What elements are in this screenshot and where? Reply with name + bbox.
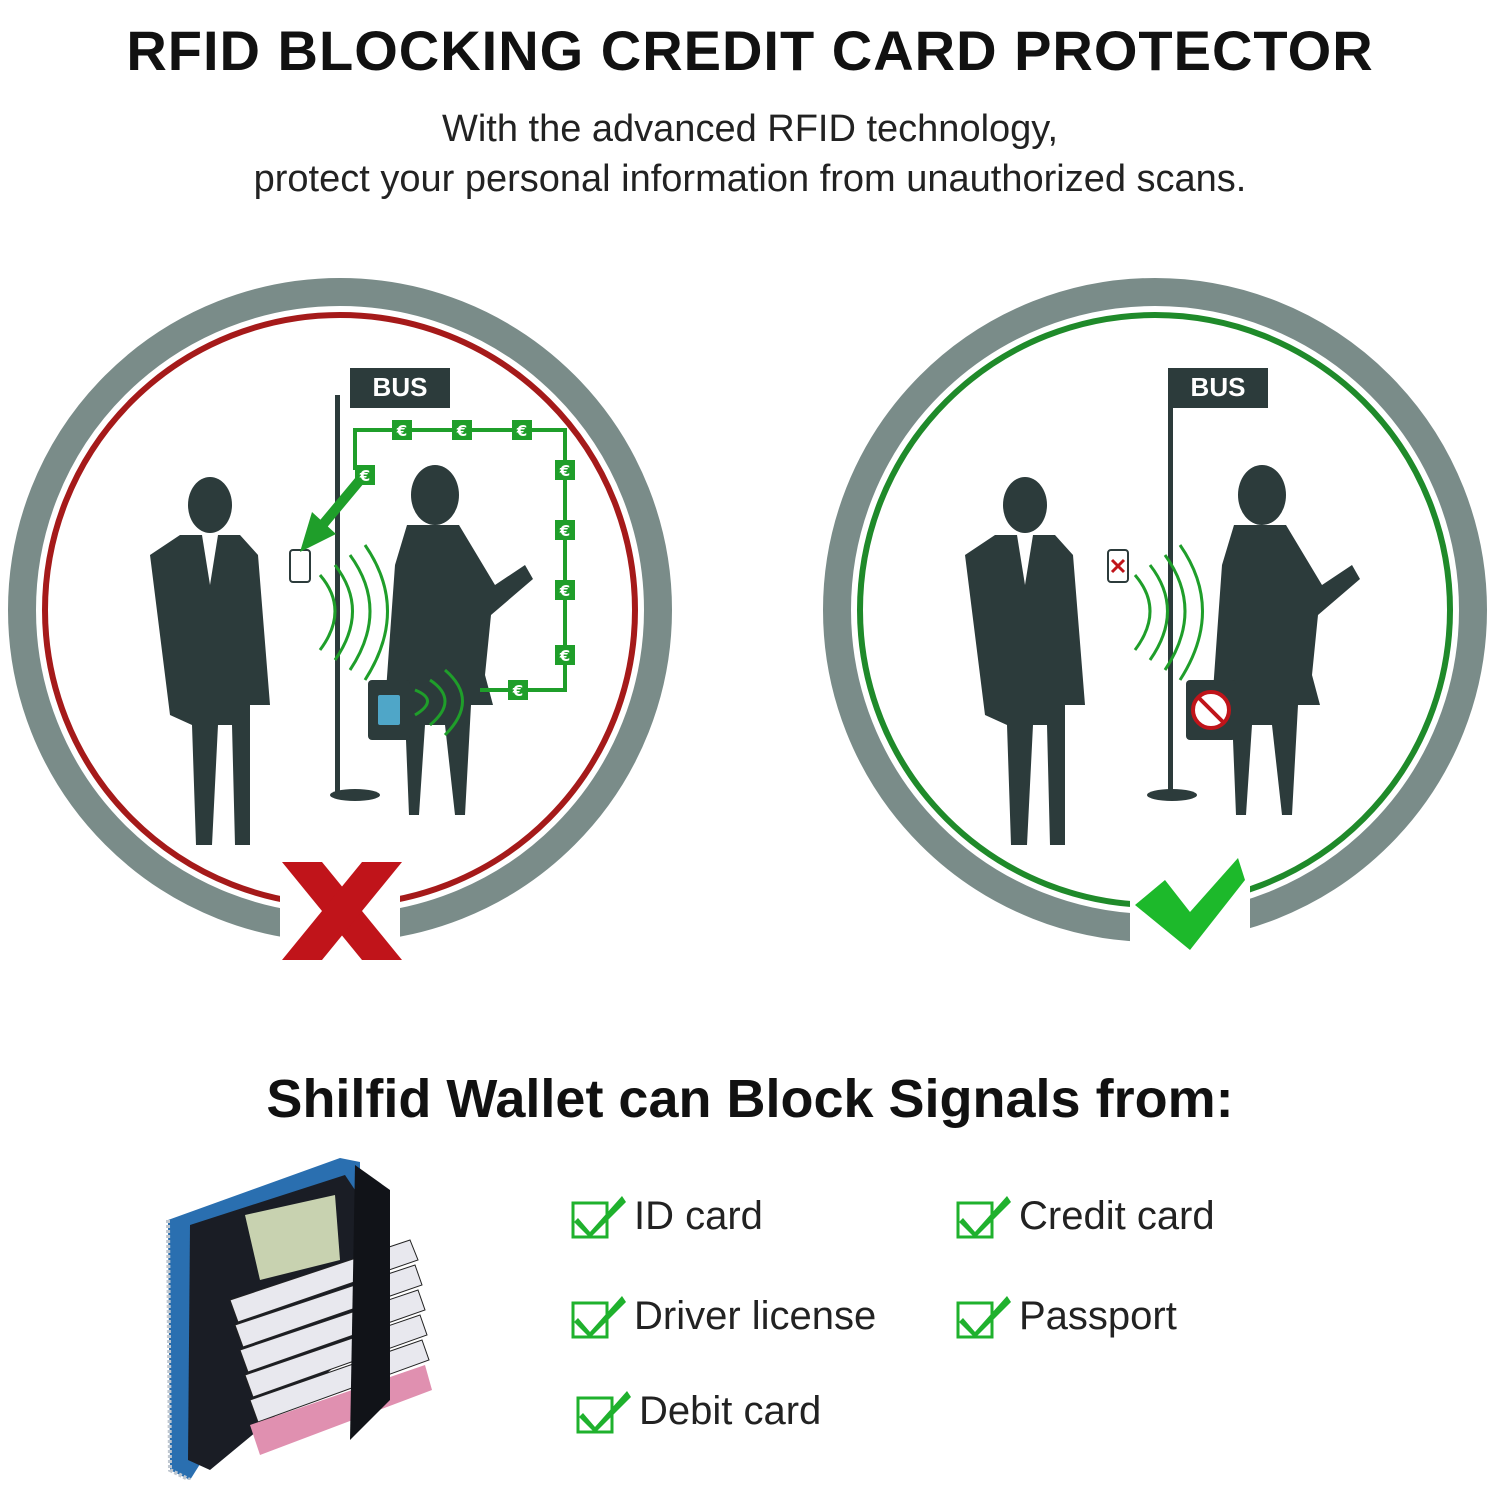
feature-item: Driver license: [570, 1288, 876, 1344]
feature-label: Driver license: [634, 1293, 877, 1338]
svg-text:€: €: [516, 422, 527, 440]
inner-ring-right: [857, 312, 1453, 908]
red-x-icon: [282, 862, 402, 960]
bus-sign: [350, 368, 450, 408]
svg-text:€: €: [559, 462, 570, 480]
feature-item: ID card: [570, 1188, 763, 1244]
checkmark-icon: [956, 1196, 1011, 1239]
svg-text:€: €: [559, 582, 570, 600]
phone-icon: [289, 549, 311, 583]
svg-text:€: €: [456, 422, 467, 440]
outer-ring-right: [823, 278, 1487, 942]
arrow-icon: [300, 512, 336, 552]
feature-item: Debit card: [575, 1383, 821, 1439]
feature-item: Passport: [955, 1288, 1177, 1344]
protected-scene: BUS: [823, 278, 1487, 960]
feature-label: Passport: [1019, 1293, 1177, 1338]
feature-label: Credit card: [1019, 1193, 1215, 1238]
svg-text:€: €: [512, 682, 523, 700]
subtitle-line-2: protect your personal information from u…: [253, 158, 1247, 200]
page-title: RFID BLOCKING CREDIT CARD PROTECTOR: [126, 19, 1374, 82]
bus-sign-label: BUS: [373, 372, 428, 402]
unprotected-scene: BUS € € € € € € € €: [8, 278, 672, 960]
block-section-title: Shilfid Wallet can Block Signals from:: [266, 1069, 1234, 1129]
feature-label: Debit card: [639, 1388, 822, 1433]
svg-text:€: €: [359, 467, 370, 485]
bus-sign-label: BUS: [1191, 372, 1246, 402]
card-icon: [378, 695, 400, 725]
subtitle-line-1: With the advanced RFID technology,: [441, 108, 1059, 150]
money-path: [353, 428, 567, 692]
feature-label: ID card: [634, 1193, 763, 1238]
feature-item: Credit card: [955, 1188, 1215, 1244]
checkmark-icon: [576, 1391, 631, 1434]
rfid-comparison-diagram: BUS € € € € € € € €: [8, 278, 1487, 960]
wallet-image: [166, 1158, 432, 1480]
svg-text:€: €: [396, 422, 407, 440]
bus-sign: [1168, 368, 1268, 408]
svg-text:€: €: [559, 647, 570, 665]
checkmark-icon: [956, 1296, 1011, 1339]
green-check-icon: [1135, 858, 1245, 950]
svg-text:€: €: [559, 522, 570, 540]
checkmark-icon: [571, 1196, 626, 1239]
checkmark-icon: [571, 1296, 626, 1339]
